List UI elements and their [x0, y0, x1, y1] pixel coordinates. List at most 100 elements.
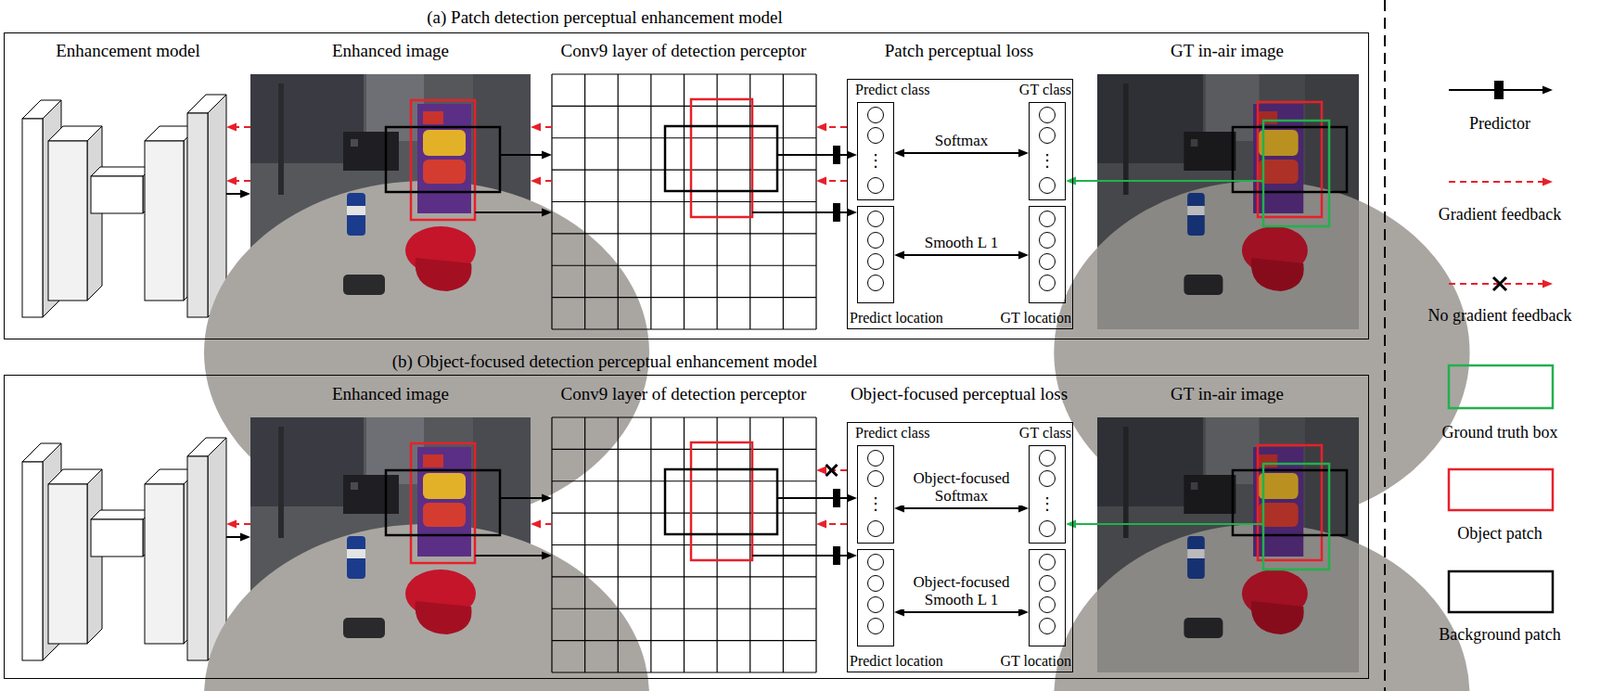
leader-line: [474, 211, 531, 214]
vector-circles: [868, 107, 1056, 292]
neuron-circle: [1039, 275, 1056, 292]
grid-line: [716, 74, 718, 330]
object-patch: [410, 100, 475, 220]
node-heading: Object-focused perceptual loss: [850, 384, 1068, 405]
connector-line: [825, 523, 847, 525]
grid-line: [551, 296, 817, 298]
neuron-circle: [868, 597, 884, 614]
arrowhead: [894, 149, 905, 158]
connector: [530, 208, 552, 218]
block-front: [90, 519, 143, 557]
neuron-circle: [1039, 554, 1056, 571]
node-heading: GT in-air image: [1170, 40, 1284, 62]
feature-grid-box: Conv9 layer of detection perceptor: [551, 417, 817, 673]
arrowhead: [541, 151, 552, 160]
vector-box: GT location: [1028, 549, 1066, 647]
gt-photo: [1053, 417, 1470, 691]
neuron-circle: [868, 450, 884, 467]
gt-shade: [1097, 74, 1359, 330]
neuron-circle: [868, 618, 884, 635]
gt-shade: [1097, 417, 1359, 673]
arrowhead: [530, 123, 541, 132]
node-heading: Enhancement model: [55, 40, 201, 62]
connector: [530, 123, 552, 132]
connector: [816, 145, 858, 165]
grid-line: [551, 608, 817, 610]
ellipsis-mark: ⋮: [867, 494, 884, 514]
connector: [530, 520, 552, 529]
arrowhead: [541, 208, 552, 218]
arrowhead: [226, 123, 237, 132]
legend-text: Object patch: [1457, 524, 1542, 544]
edge-label: Softmax: [933, 131, 991, 151]
node-heading: GT location: [999, 652, 1072, 670]
neuron-circle: [1039, 450, 1056, 467]
neuron-circle: [868, 576, 884, 592]
neuron-circle: [1039, 618, 1056, 635]
predictor-mark: [832, 488, 841, 508]
neuron-circle: [1039, 597, 1056, 614]
connector: [1065, 177, 1098, 186]
arrowhead: [846, 551, 858, 561]
leader-line: [777, 153, 817, 156]
arrowhead: [894, 251, 905, 260]
node-heading: Enhanced image: [332, 40, 449, 62]
leader-line: [474, 554, 531, 557]
connector-line: [530, 554, 543, 557]
neuron-circle: [868, 254, 884, 270]
vector-box: Predict class⋮: [857, 102, 895, 201]
connector: [816, 177, 847, 186]
connector: [816, 123, 847, 132]
image-panel: Enhanced image: [250, 417, 531, 673]
connector-line: [235, 179, 251, 182]
encoder-decoder-figure: [22, 94, 227, 318]
object-patch: [691, 99, 753, 218]
block-top: [90, 166, 153, 177]
grid-line: [749, 74, 751, 330]
grid-line: [716, 417, 718, 673]
background-patch: [665, 126, 778, 192]
connector-line: [903, 507, 1020, 510]
arrowhead: [1542, 178, 1553, 187]
grid-line: [551, 265, 817, 267]
gt-photo: [1053, 417, 1470, 691]
neuron-circle: [1039, 128, 1056, 144]
connector-line: [235, 523, 251, 525]
model-figure: [22, 437, 227, 663]
panel: (a) Patch detection perceptual enhanceme…: [3, 32, 1370, 340]
arrowhead: [846, 208, 858, 218]
connector-line: [530, 153, 543, 156]
grid-line: [782, 417, 784, 673]
connector-line: [1075, 523, 1098, 525]
arrowhead: [226, 177, 237, 186]
connector-line: [226, 536, 242, 538]
loss-box: Patch perceptual lossPredict class⋮GT cl…: [846, 78, 1074, 330]
connector: [530, 151, 552, 160]
arrowhead: [846, 151, 858, 160]
panel: (b) Object-focused detection perceptual …: [3, 374, 1370, 679]
connector: [816, 464, 847, 476]
arrowhead: [1542, 280, 1553, 289]
node-heading: (b) Object-focused detection perceptual …: [392, 351, 818, 372]
cross-mark: [826, 464, 838, 476]
arrowhead: [846, 494, 858, 503]
legend-text: Predictor: [1469, 114, 1531, 134]
ellipsis-mark: ⋮: [1038, 151, 1056, 171]
connector-line: [235, 126, 251, 128]
block-front: [22, 461, 43, 661]
neuron-circle: [1039, 211, 1056, 228]
feature-grid: [551, 417, 817, 673]
connector-line: [903, 611, 1020, 614]
connector: [816, 546, 858, 565]
connector: [226, 123, 251, 132]
model-figure: Enhancement model: [22, 94, 227, 320]
cross-mark: [1493, 277, 1507, 291]
neuron-circle: [868, 178, 884, 194]
legend-box: [1448, 365, 1553, 409]
grid-line: [551, 328, 817, 330]
block-front: [187, 456, 208, 661]
connector: [816, 203, 858, 222]
connector-line: [530, 211, 543, 214]
